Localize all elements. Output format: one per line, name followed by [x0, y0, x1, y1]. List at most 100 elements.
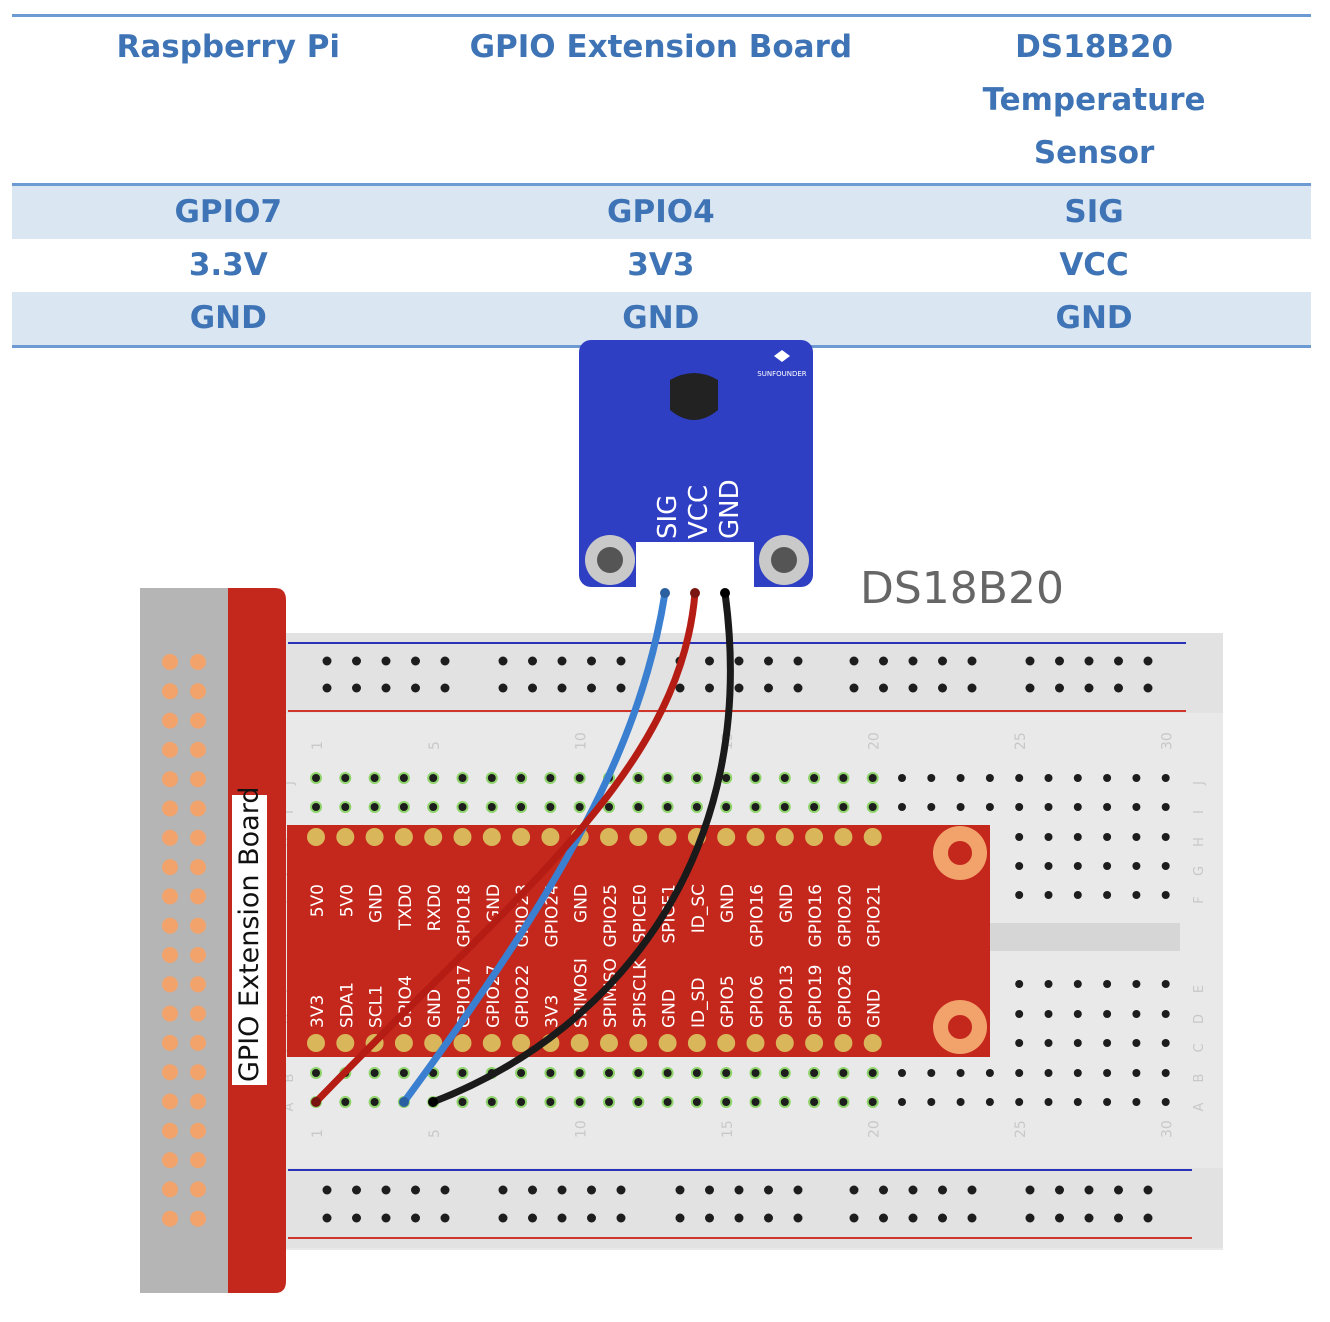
rail-hole [352, 683, 361, 693]
breadboard-hole [1132, 1098, 1141, 1106]
ribbon-pin [162, 654, 178, 670]
row-letter: B [282, 1074, 297, 1083]
breadboard-hole [1103, 774, 1112, 782]
center-channel [990, 923, 1180, 951]
pin-label: SPISCLK [630, 958, 650, 1028]
rail-hole [587, 656, 596, 666]
sensor-chip [670, 373, 718, 420]
breadboard-hole [1161, 1010, 1170, 1018]
ribbon-pin [162, 888, 178, 905]
column-number: 5 [427, 741, 443, 750]
breadboard-hole [429, 803, 438, 811]
rail-hole [322, 683, 332, 693]
table-row: 3.3V 3V3 VCC [12, 239, 1311, 292]
pin-label: GND [777, 884, 797, 923]
breadboard-hole [605, 803, 613, 811]
breadboard-hole [898, 1069, 906, 1077]
power-rail-bottom [285, 1168, 1223, 1248]
column-number: 20 [867, 732, 883, 750]
breadboard-hole [1015, 774, 1024, 782]
breadboard-hole [634, 1069, 643, 1077]
header-pin [336, 828, 355, 846]
pin-label: GPIO20 [835, 884, 855, 947]
pin-label: GPIO13 [777, 965, 797, 1028]
header-ds18b20-sensor: DS18B20 Temperature Sensor [982, 29, 1206, 171]
wire-end-gnd [428, 1097, 438, 1107]
ribbon-pin [190, 888, 206, 905]
breadboard-hole [780, 1098, 789, 1106]
breadboard-hole [1073, 833, 1082, 841]
row-letter: I [282, 810, 297, 814]
ribbon-pin [190, 1181, 206, 1198]
ribbon-pin [190, 771, 206, 788]
breadboard-hole [1132, 1069, 1141, 1077]
pin-label: ID_SD [689, 978, 709, 1029]
rail-hole [322, 1185, 332, 1195]
row-letter: G [1192, 866, 1207, 876]
header-pin [512, 828, 531, 846]
rail-hole [381, 1185, 391, 1195]
breadboard-hole [663, 803, 672, 811]
breadboard-hole [985, 1098, 994, 1106]
table-cell: GPIO4 [607, 194, 715, 230]
ribbon-pins [162, 654, 206, 1227]
breadboard-hole [751, 774, 760, 782]
breadboard-hole [1073, 862, 1082, 870]
header-pin [717, 828, 736, 846]
ribbon-pin [162, 1152, 178, 1169]
rail-hole [908, 1213, 918, 1223]
header-pin [658, 828, 677, 846]
breadboard-hole [399, 774, 408, 782]
breadboard-hole [663, 1069, 672, 1077]
rail-hole [1055, 1185, 1064, 1195]
breadboard-hole [1044, 774, 1053, 782]
header-pin [717, 1034, 736, 1052]
breadboard-hole [1044, 891, 1053, 899]
rail-hole [705, 656, 714, 666]
brand-logo-icon [774, 350, 790, 362]
breadboard-hole [1103, 891, 1112, 899]
pin-label: GPIO5 [718, 975, 738, 1028]
pin-label: GND [660, 989, 680, 1028]
header-pin [746, 828, 765, 846]
ribbon-pin [162, 1181, 178, 1198]
pin-label: GPIO19 [806, 965, 826, 1028]
ribbon-pin [162, 1034, 178, 1051]
rail-hole [793, 1185, 803, 1195]
breadboard-hole [1132, 980, 1141, 988]
rail-hole [1084, 656, 1094, 666]
breadboard-hole [1161, 803, 1170, 811]
wire-end-sig [399, 1097, 409, 1107]
rail-hole [967, 683, 977, 693]
row-letter: A [282, 1102, 297, 1111]
breadboard-hole [458, 1069, 467, 1077]
rail-hole [381, 1213, 391, 1223]
rail-hole [557, 656, 567, 666]
breadboard-hole [341, 774, 350, 782]
rail-hole [1025, 683, 1035, 693]
row-letter: J [1192, 781, 1207, 786]
pin-label: GND [718, 884, 738, 923]
breadboard-hole [1103, 862, 1112, 870]
ribbon-pin [190, 1064, 206, 1081]
header-pin [863, 1034, 882, 1052]
ribbon-pin [162, 771, 178, 788]
rail-hole [793, 1213, 803, 1223]
extension-board-label-bg [232, 795, 267, 1085]
table-cell: VCC [1059, 247, 1129, 283]
sensor-pin-gnd: GND [715, 479, 745, 539]
breadboard-hole [722, 1069, 731, 1077]
ribbon-pin [162, 1122, 178, 1139]
breadboard-hole [722, 1098, 731, 1106]
breadboard-hole [927, 1069, 936, 1077]
breadboard-hole [312, 774, 320, 782]
ribbon-pin [162, 683, 178, 700]
breadboard-hole [927, 774, 936, 782]
column-number: 30 [1160, 732, 1176, 750]
ribbon-pin [190, 976, 206, 993]
rail-hole [1114, 683, 1123, 693]
rail-hole [675, 1185, 685, 1195]
table-cell: GND [189, 300, 267, 336]
breadboard-hole [634, 803, 643, 811]
breadboard-hole [810, 1098, 819, 1106]
